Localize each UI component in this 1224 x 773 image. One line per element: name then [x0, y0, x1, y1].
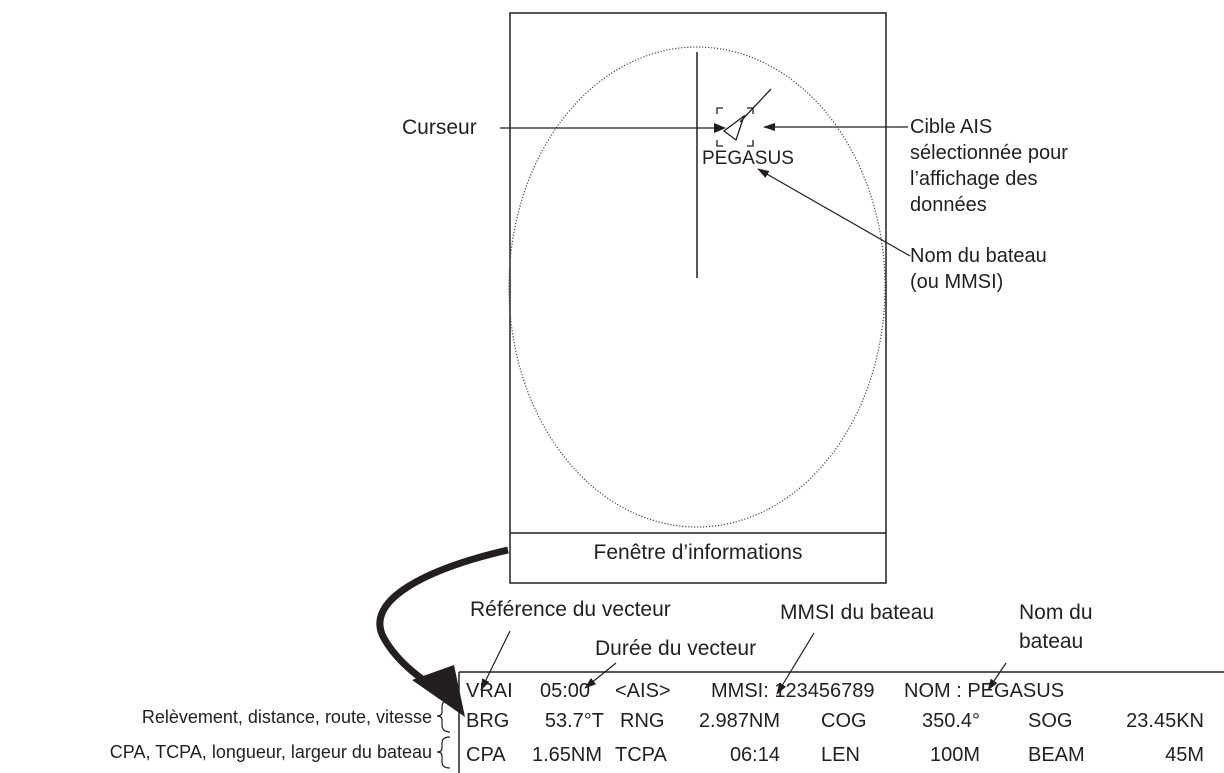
info-window-label: Fenêtre d’informations [593, 541, 803, 564]
panel-tcpa-label: TCPA [615, 744, 667, 766]
vector-reference-label: Référence du vecteur [470, 598, 671, 621]
ship-name-label: Nom du bateau (ou MMSI) [910, 243, 1047, 295]
brace-row-cpa [436, 736, 451, 769]
panel-ship-name: NOM : PEGASUS [904, 680, 1065, 702]
ship-name-field-label: Nom du bateau [1019, 598, 1093, 656]
row-bearing-description: Relèvement, distance, route, vitesse [141, 707, 432, 727]
panel-cog-value: 350.4° [921, 710, 980, 732]
ais-target-vector [739, 88, 772, 123]
expand-arrow [376, 546, 509, 702]
panel-vector-reference: VRAI [466, 680, 513, 702]
ship-mmsi-pointer [776, 632, 815, 695]
ship-name-field-label-line1: Nom du [1019, 601, 1093, 624]
panel-ais-tag: <AIS> [615, 680, 671, 702]
ais-target-label-line1: Cible AIS [910, 116, 993, 138]
ais-target-label-line2: sélectionnée pour [910, 142, 1068, 164]
panel-rng-value: 2.987NM [698, 710, 780, 732]
panel-sog-label: SOG [1028, 710, 1073, 732]
panel-cpa-label: CPA [466, 744, 506, 766]
ais-target-label-line4: données [910, 194, 987, 216]
panel-rng-label: RNG [620, 710, 665, 732]
panel-brg-label: BRG [466, 710, 510, 732]
ship-mmsi-label: MMSI du bateau [780, 601, 935, 624]
panel-brg-value: 53.7°T [544, 710, 604, 732]
panel-cpa-value: 1.65NM [531, 744, 602, 766]
radar-screen-frame [509, 12, 887, 584]
ship-name-field-label-line2: bateau [1019, 630, 1084, 653]
panel-beam-value: 45M [1165, 744, 1204, 766]
range-ring [508, 46, 886, 528]
ais-target-label-line3: l’affichage des [910, 168, 1038, 190]
vector-duration-label: Durée du vecteur [595, 637, 757, 660]
panel-beam-label: BEAM [1028, 744, 1085, 766]
panel-sog-value: 23.45KN [1126, 710, 1204, 732]
panel-vector-duration: 05:00 [540, 680, 591, 702]
row-cpa-description: CPA, TCPA, longueur, largeur du bateau [109, 742, 432, 762]
cursor-label: Curseur [402, 116, 477, 139]
panel-cog-label: COG [821, 710, 867, 732]
panel-len-label: LEN [821, 744, 860, 766]
expand-arrowhead [412, 665, 465, 717]
panel-len-value: 100M [929, 744, 980, 766]
vector-duration-pointer [584, 662, 617, 689]
panel-mmsi: MMSI: 123456789 [711, 680, 875, 702]
brace-row-bearing [436, 699, 451, 733]
cursor-arrowhead [714, 123, 726, 133]
ship-name-pointer [987, 662, 1007, 691]
ship-name-label-line1: Nom du bateau [910, 245, 1047, 267]
vector-reference-pointer [480, 630, 511, 691]
ais-target-label: Cible AIS sélectionnée pour l’affichage … [910, 114, 1068, 218]
ais-target-symbol [722, 114, 746, 142]
ship-name-callout-line [757, 168, 911, 257]
panel-tcpa-value: 06:14 [729, 744, 780, 766]
ais-target-bracket [716, 107, 754, 147]
ship-name-label-line2: (ou MMSI) [910, 271, 1004, 293]
target-ship-name: PEGASUS [702, 148, 794, 169]
